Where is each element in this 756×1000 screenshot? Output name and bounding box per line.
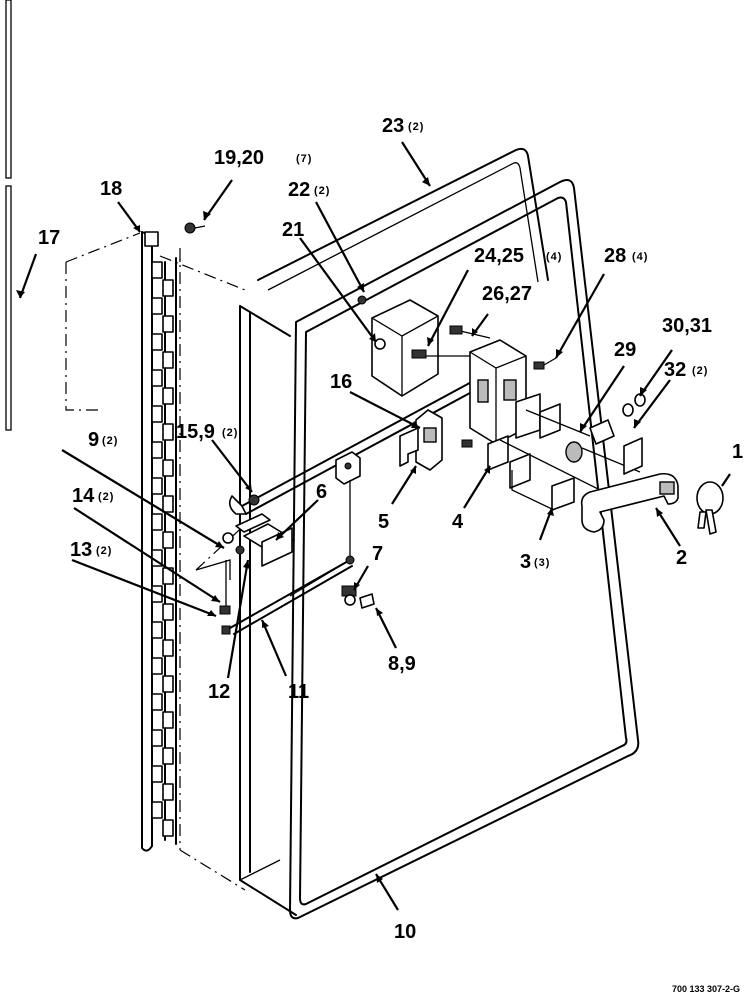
hinge-knuckle xyxy=(162,747,174,765)
callout-19-20-qty: (7) xyxy=(296,153,312,165)
hinge-knuckle xyxy=(162,675,174,693)
callout-23: 23 xyxy=(382,115,404,137)
hinge-knuckle xyxy=(162,387,174,405)
hinge-knuckle xyxy=(151,441,163,459)
callout-9: 9 xyxy=(88,429,99,451)
callout-5: 5 xyxy=(378,511,389,533)
callout-29: 29 xyxy=(614,339,636,361)
callout-32-qty: (2) xyxy=(692,365,708,377)
hinge-knuckle xyxy=(162,495,174,513)
hinge-knuckle xyxy=(162,783,174,801)
callout-14: 14 xyxy=(72,485,95,507)
callout-30-31: 30,31 xyxy=(662,315,712,337)
hinge-knuckle xyxy=(151,693,163,711)
callout-14-qty: (2) xyxy=(98,491,114,503)
hinge-knuckle xyxy=(151,513,163,531)
callout-13: 13 xyxy=(70,539,92,561)
hinge-knuckle xyxy=(151,657,163,675)
callout-3: 3 xyxy=(520,551,531,573)
callout-18: 18 xyxy=(100,178,122,200)
callout-1: 1 xyxy=(732,441,743,463)
hinge-knuckle xyxy=(151,801,163,819)
callout-17: 17 xyxy=(38,227,60,249)
hinge-knuckle xyxy=(151,621,163,639)
hinge-knuckle xyxy=(162,459,174,477)
handle-part-2 xyxy=(580,472,679,533)
callout-24-25-qty: (4) xyxy=(546,251,562,263)
hinge-knuckle xyxy=(162,711,174,729)
callout-12: 12 xyxy=(208,681,230,703)
callout-7: 7 xyxy=(372,543,383,565)
callout-21: 21 xyxy=(282,219,304,241)
callout-15-9-qty: (2) xyxy=(222,427,238,439)
callout-22-qty: (2) xyxy=(314,185,330,197)
door-panel-part-10 xyxy=(289,179,640,920)
hinge-knuckle xyxy=(162,531,174,549)
cabinet-frame xyxy=(239,305,297,916)
key-part-1 xyxy=(696,481,724,535)
callout-26-27: 26,27 xyxy=(482,283,532,305)
callout-22: 22 xyxy=(288,179,310,201)
piano-hinge-part-18 xyxy=(141,231,177,852)
handle-mount-plates xyxy=(461,393,621,511)
hinge-knuckle xyxy=(151,477,163,495)
hinge-knuckle xyxy=(151,297,163,315)
latch-bracket xyxy=(184,222,557,445)
latch-part-5 xyxy=(399,409,443,471)
callout-24-25: 24,25 xyxy=(474,245,524,267)
hinge-knuckle xyxy=(151,369,163,387)
callout-10: 10 xyxy=(394,921,416,943)
callout-6: 6 xyxy=(316,481,327,503)
hinge-knuckle xyxy=(162,819,174,837)
callout-9-qty: (2) xyxy=(102,435,118,447)
strut-part-11 xyxy=(229,480,375,635)
callout-arrows xyxy=(16,141,731,911)
callout-23-qty: (2) xyxy=(408,121,424,133)
hinge-knuckle xyxy=(151,729,163,747)
callout-4: 4 xyxy=(452,511,464,533)
latch-rod-part-16 xyxy=(228,371,495,515)
hinge-knuckle xyxy=(162,351,174,369)
hinge-knuckle xyxy=(162,423,174,441)
handle-hardware xyxy=(565,393,646,475)
hinge-knuckle xyxy=(151,405,163,423)
callout-28: 28 xyxy=(604,245,626,267)
gasket-part-23 xyxy=(257,147,549,291)
hinge-knuckle xyxy=(162,639,174,657)
callout-15-9: 15,9 xyxy=(176,421,215,443)
drawing-code: 700 133 307-2-G xyxy=(672,984,740,994)
hinge-rod-part-17 xyxy=(5,0,12,431)
rod-guide-bracket xyxy=(335,451,361,485)
callout-labels: 17 18 19,20 (7) 22 (2) 21 23 (2) 24,25 (… xyxy=(38,115,743,994)
hinge-knuckle xyxy=(162,315,174,333)
callout-19-20: 19,20 xyxy=(214,147,264,169)
hinge-knuckle xyxy=(151,261,163,279)
callout-2: 2 xyxy=(676,547,687,569)
assembly-guide-lines xyxy=(65,232,251,891)
callout-32: 32 xyxy=(664,359,686,381)
callout-8-9: 8,9 xyxy=(388,653,416,675)
hinge-mount-brackets xyxy=(195,494,295,635)
callout-13-qty: (2) xyxy=(96,545,112,557)
hinge-knuckle xyxy=(162,279,174,297)
hinge-knuckle xyxy=(151,333,163,351)
callout-16: 16 xyxy=(330,371,352,393)
hinge-knuckle xyxy=(151,765,163,783)
callout-3-qty: (3) xyxy=(534,557,550,569)
latch-cover-part-21 xyxy=(371,299,439,397)
callout-28-qty: (4) xyxy=(632,251,648,263)
hinge-knuckle xyxy=(162,603,174,621)
callout-11: 11 xyxy=(288,681,309,703)
